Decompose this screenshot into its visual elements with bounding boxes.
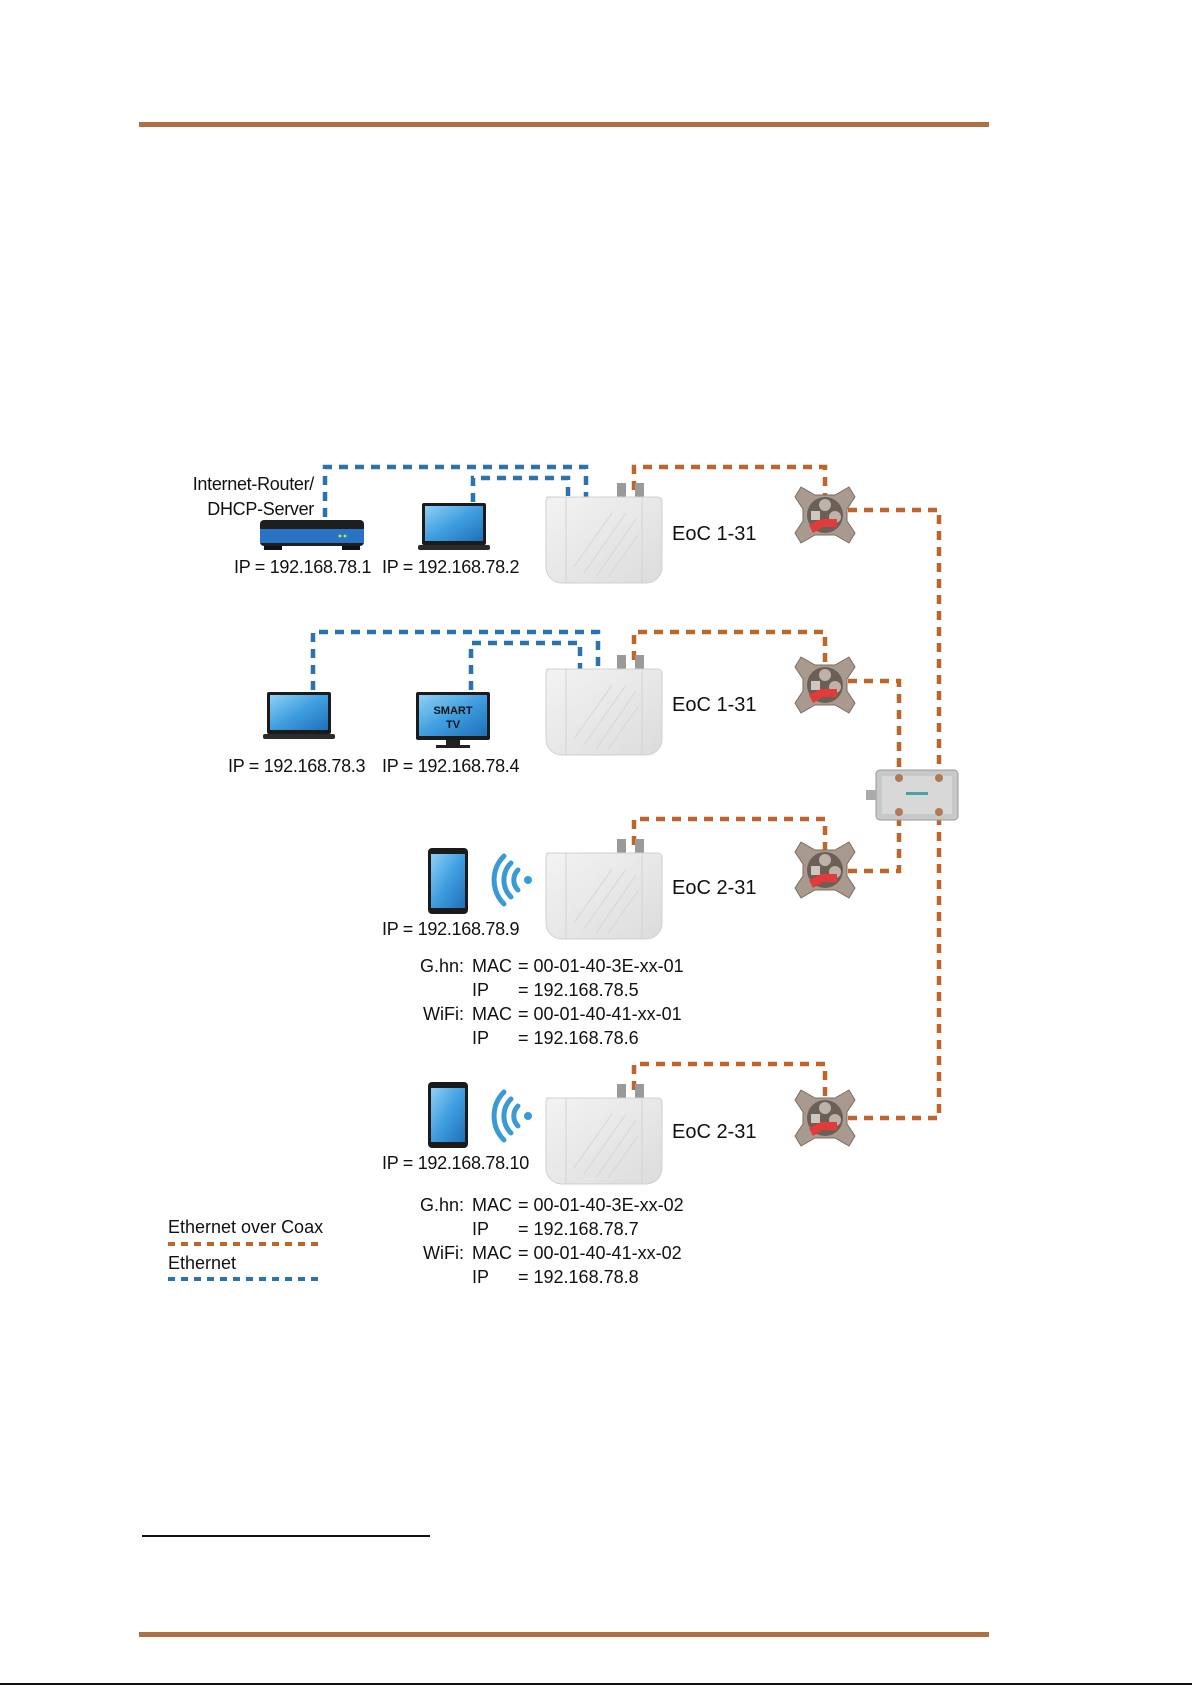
eoc-label-3: EoC 2-31	[672, 877, 757, 899]
legend-coax-label: Ethernet over Coax	[168, 1217, 324, 1237]
coax-link-socket3-splitter	[848, 815, 902, 874]
splitter-icon	[866, 769, 959, 821]
smart-tv-ip: IP = 192.168.78.4	[382, 756, 520, 776]
phone1-ip: IP = 192.168.78.9	[382, 919, 520, 939]
antenna-socket-2	[794, 656, 856, 714]
svg-text:TV: TV	[446, 719, 461, 731]
wifi-icon-1	[491, 853, 532, 907]
info-row: IP= 192.168.78.7	[472, 1219, 639, 1239]
laptop1-icon	[418, 503, 490, 550]
antenna-socket-4	[794, 1089, 856, 1147]
router-label: Internet-Router/ DHCP-Server	[192, 474, 315, 519]
coax-link-eoc4	[631, 1061, 828, 1100]
legend-ethernet-label: Ethernet	[168, 1253, 237, 1273]
wifi-icon-2	[491, 1089, 532, 1143]
antenna-socket-3	[794, 841, 856, 899]
smartphone2-icon	[428, 1082, 468, 1148]
laptop2-icon	[263, 692, 335, 739]
coax-link-eoc2	[631, 629, 828, 665]
eoc-label-2: EoC 1-31	[672, 694, 757, 716]
router-icon	[260, 520, 364, 550]
coax-link-socket2-splitter	[848, 678, 902, 780]
svg-text:SMART: SMART	[433, 705, 472, 717]
eoc-device-2	[545, 654, 663, 756]
ethernet-links	[310, 464, 601, 690]
page-bottom-edge	[0, 1683, 1192, 1685]
phone2-ip: IP = 192.168.78.10	[382, 1153, 529, 1173]
smartphone1-icon	[428, 848, 468, 914]
eoc-label-1: EoC 1-31	[672, 523, 757, 545]
coax-link-socket4-trunk	[848, 815, 942, 1121]
ethernet-link-laptop2	[310, 629, 601, 690]
smart-tv-icon: SMART TV	[416, 692, 490, 748]
coax-link-eoc1	[631, 464, 828, 500]
header-rule	[139, 122, 989, 127]
eoc-device-3	[545, 838, 663, 940]
eoc3-address-info: G.hn:MAC= 00-01-40-3E-xx-01 IP= 192.168.…	[412, 954, 684, 1050]
info-row: IP= 192.168.78.5	[472, 980, 639, 1000]
eoc4-address-info: G.hn:MAC= 00-01-40-3E-xx-02 IP= 192.168.…	[412, 1193, 684, 1289]
eoc-device-4	[545, 1083, 663, 1185]
eoc-device-1	[545, 482, 663, 584]
router-ip: IP = 192.168.78.1	[234, 557, 372, 577]
eoc-label-4: EoC 2-31	[672, 1121, 757, 1143]
info-row: WiFi:MAC= 00-01-40-41-xx-01	[423, 1004, 682, 1024]
info-row: WiFi:MAC= 00-01-40-41-xx-02	[423, 1243, 682, 1263]
info-row: G.hn:MAC= 00-01-40-3E-xx-01	[419, 956, 684, 976]
info-row: IP= 192.168.78.6	[472, 1028, 639, 1048]
coax-link-socket1-trunk	[848, 507, 942, 780]
laptop1-ip: IP = 192.168.78.2	[382, 557, 520, 577]
ethernet-link-smart-tv	[468, 640, 583, 690]
footer-rule	[139, 1632, 989, 1637]
antenna-socket-1	[794, 486, 856, 544]
ethernet-link-laptop1	[470, 475, 571, 502]
info-row: IP= 192.168.78.8	[472, 1267, 639, 1287]
info-row: G.hn:MAC= 00-01-40-3E-xx-02	[419, 1195, 684, 1215]
ethernet-link-router	[322, 464, 589, 517]
laptop2-ip: IP = 192.168.78.3	[228, 756, 366, 776]
coax-links	[631, 464, 942, 1121]
footnote-separator	[142, 1535, 430, 1537]
